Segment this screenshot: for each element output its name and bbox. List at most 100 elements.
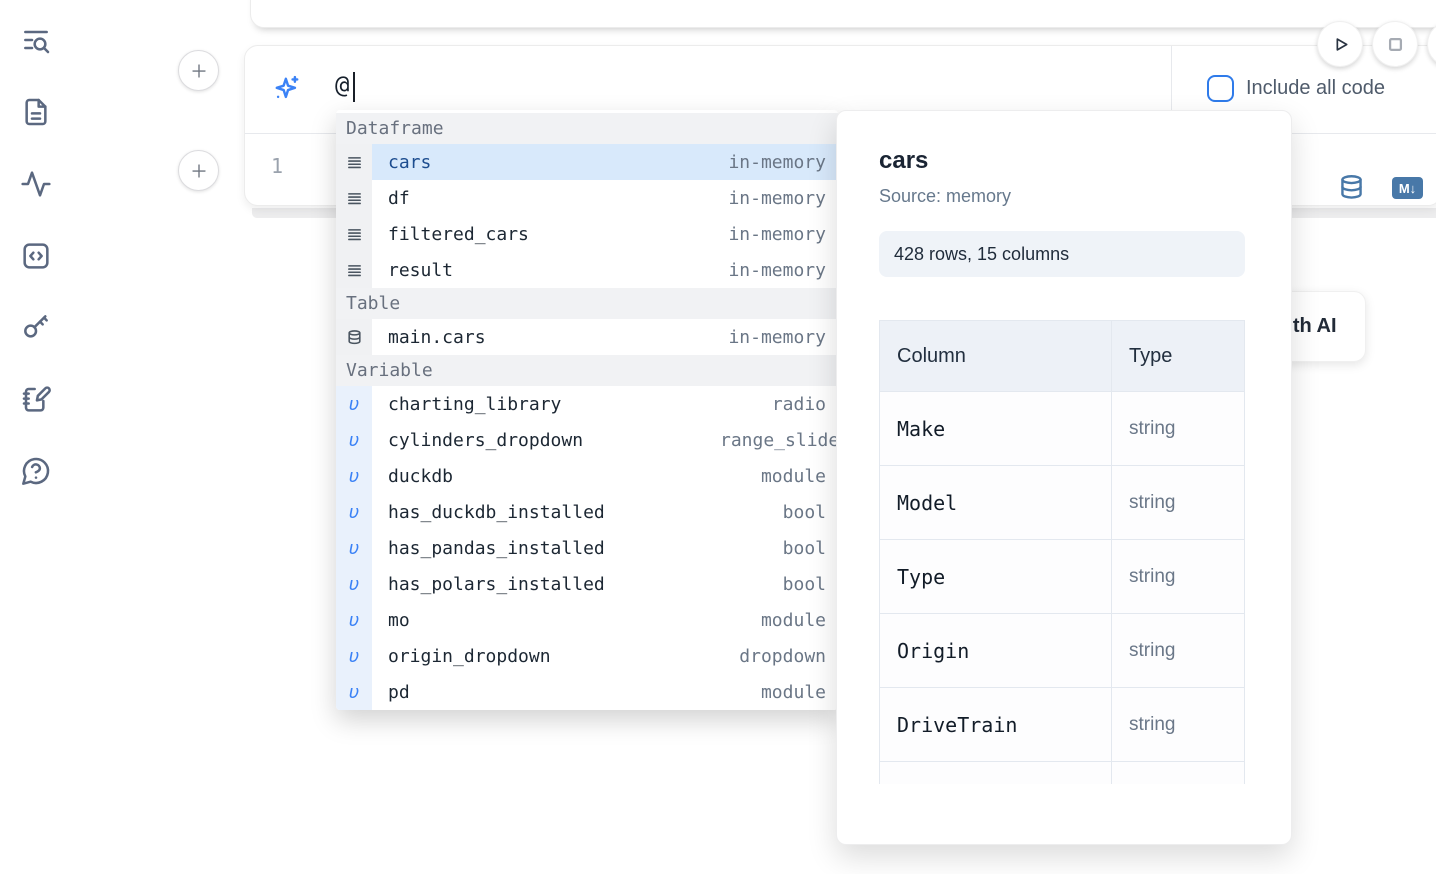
table-row-partial <box>879 761 1245 784</box>
autocomplete-item-name: has_duckdb_installed <box>388 501 605 523</box>
variable-icon: υ <box>336 494 372 530</box>
file-text-icon <box>20 96 52 128</box>
autocomplete-item-name: result <box>388 259 454 281</box>
autocomplete-item-name: cylinders_dropdown <box>388 429 584 451</box>
variable-icon: υ <box>336 386 372 422</box>
autocomplete-item-cars[interactable]: cars in-memory <box>336 144 838 180</box>
autocomplete-item-type: range_slider <box>720 429 838 451</box>
autocomplete-item-filtered_cars[interactable]: filtered_cars in-memory <box>336 216 838 252</box>
markdown-icon[interactable]: M↓ <box>1392 177 1423 199</box>
datasource-icon[interactable] <box>1337 173 1366 202</box>
autocomplete-item-type: in-memory <box>728 326 826 348</box>
table-icon <box>336 319 372 355</box>
autocomplete-section-header: Variable <box>336 355 838 386</box>
column-header: Type <box>1111 320 1245 392</box>
stop-button[interactable] <box>1372 21 1418 67</box>
add-cell-button-bottom[interactable] <box>178 150 219 191</box>
autocomplete-item-name: df <box>388 187 410 209</box>
plus-icon <box>188 160 210 182</box>
stop-icon <box>1382 31 1409 58</box>
ai-prompt-bar[interactable]: @ Include all code <box>245 46 1436 133</box>
list-search-icon <box>20 24 52 56</box>
autocomplete-item-name: pd <box>388 681 410 703</box>
column-header: Column <box>879 320 1112 392</box>
code-editor[interactable]: 1 M↓ <box>245 134 1436 206</box>
shape-badge-text: 428 rows, 15 columns <box>894 243 1070 264</box>
autocomplete-item-has_duckdb_installed[interactable]: υ has_duckdb_installed bool <box>336 494 838 530</box>
panel-source: Source: memory <box>879 186 1012 206</box>
include-all-code-toggle[interactable]: Include all code <box>1207 75 1385 102</box>
variable-icon: υ <box>336 458 372 494</box>
left-sidebar <box>0 0 70 874</box>
autocomplete-section-header: Dataframe <box>336 113 838 144</box>
dataframe-icon <box>336 144 372 180</box>
divider <box>1171 46 1172 133</box>
sidebar-item-code[interactable] <box>16 236 56 276</box>
column-type-cell: string <box>1111 687 1245 762</box>
column-name-cell: DriveTrain <box>879 687 1112 762</box>
include-all-code-label: Include all code <box>1246 77 1385 99</box>
sidebar-item-notebook-edit[interactable] <box>16 379 56 419</box>
autocomplete-item-result[interactable]: result in-memory <box>336 252 838 288</box>
variable-icon: υ <box>336 602 372 638</box>
autocomplete-item-type: in-memory <box>728 259 826 281</box>
autocomplete-item-name: mo <box>388 609 410 631</box>
line-number: 1 <box>271 154 284 178</box>
sidebar-item-key[interactable] <box>16 307 56 347</box>
variable-icon: υ <box>336 566 372 602</box>
autocomplete-item-type: bool <box>782 573 826 595</box>
dataframe-icon <box>336 252 372 288</box>
run-cell-button[interactable] <box>1317 21 1363 67</box>
add-cell-button-top[interactable] <box>178 50 219 91</box>
dataframe-preview-panel: cars Source: memory 428 rows, 15 columns… <box>836 110 1292 845</box>
column-type-cell: string <box>1111 539 1245 614</box>
checkbox-icon[interactable] <box>1207 75 1234 102</box>
autocomplete-item-has_pandas_installed[interactable]: υ has_pandas_installed bool <box>336 530 838 566</box>
key-icon <box>20 311 52 343</box>
autocomplete-item-type: radio <box>771 393 826 415</box>
autocomplete-item-name: origin_dropdown <box>388 645 551 667</box>
sidebar-item-activity[interactable] <box>16 164 56 204</box>
text-cursor <box>353 72 355 102</box>
autocomplete-item-name: filtered_cars <box>388 223 529 245</box>
variable-icon: υ <box>336 674 372 710</box>
autocomplete-item-type: module <box>760 609 826 631</box>
sidebar-item-list-search[interactable] <box>16 20 56 60</box>
ai-prompt-input[interactable]: @ <box>335 71 350 99</box>
notebook-edit-icon <box>20 383 52 415</box>
plus-icon <box>188 60 210 82</box>
sidebar-item-file-text[interactable] <box>16 92 56 132</box>
autocomplete-item-type: module <box>760 465 826 487</box>
variable-icon: υ <box>336 530 372 566</box>
variable-icon: υ <box>336 638 372 674</box>
autocomplete-item-name: cars <box>388 151 432 173</box>
sidebar-item-help[interactable] <box>16 451 56 491</box>
autocomplete-item-type: bool <box>782 537 826 559</box>
autocomplete-item-name: has_pandas_installed <box>388 537 605 559</box>
previous-cell-partial <box>250 0 1436 28</box>
dataframe-icon <box>336 180 372 216</box>
autocomplete-item-type: in-memory <box>728 151 826 173</box>
autocomplete-item-type: bool <box>782 501 826 523</box>
panel-title: cars <box>879 147 929 174</box>
column-name-cell: Type <box>879 539 1112 614</box>
sparkles-icon <box>271 73 302 104</box>
shape-badge: 428 rows, 15 columns <box>879 231 1245 277</box>
autocomplete-item-name: duckdb <box>388 465 454 487</box>
autocomplete-item-type: in-memory <box>728 223 826 245</box>
